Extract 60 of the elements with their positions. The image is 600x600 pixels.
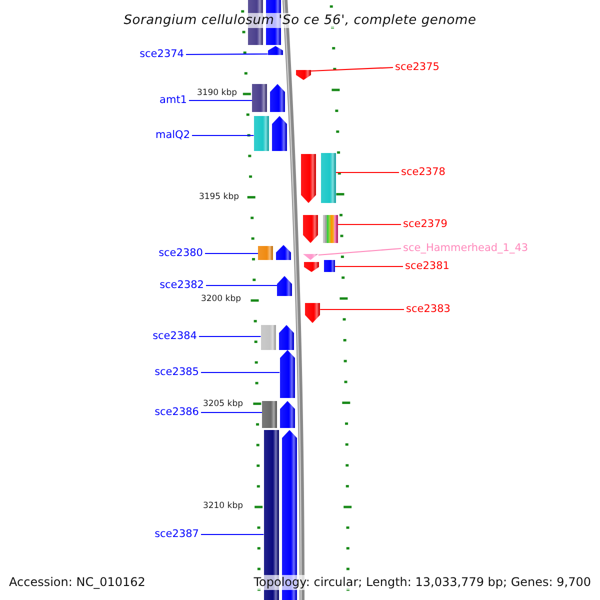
gene-label: sce2374: [140, 48, 184, 61]
gene-label: sce2375: [395, 61, 440, 74]
gene-label: sce2383: [406, 303, 450, 316]
gene-feature: [302, 215, 318, 243]
gene-bar: [262, 401, 278, 428]
gene-bar: [322, 215, 338, 243]
leader-line: [318, 248, 402, 256]
leader-line: [201, 534, 264, 536]
leader-line: [310, 66, 394, 72]
leader-line: [320, 308, 404, 310]
gene-label: sce2380: [158, 247, 203, 260]
gene-label: sce2386: [154, 406, 199, 419]
leader-line: [206, 284, 278, 286]
gene-label: sce2384: [152, 330, 197, 343]
gene-feature: [280, 401, 296, 428]
genome-summary-note: Topology: circular; Length: 13,033,779 bp; Genes: 9,700: [254, 575, 591, 590]
gene-feature: [272, 116, 287, 151]
gene-feature: [278, 325, 294, 350]
accession-note: Accession: NC_010162: [9, 575, 146, 590]
leader-line: [189, 100, 252, 102]
gene-feature: [277, 276, 292, 296]
gene-feature: [304, 262, 319, 272]
gene-label: sce2382: [160, 279, 204, 292]
leader-line: [205, 252, 258, 254]
gene-label: sce2379: [403, 218, 448, 231]
map-title: Sorangium cellulosum 'So ce 56', complete genome: [124, 13, 476, 28]
gene-feature: [280, 350, 295, 398]
scale-label: 3205 kbp: [202, 399, 243, 410]
leader-line: [199, 336, 261, 338]
leader-line: [192, 134, 254, 136]
gene-bar: [258, 246, 274, 260]
gene-feature: [296, 70, 311, 80]
leader-line: [186, 53, 268, 56]
scale-label: 3200 kbp: [200, 294, 241, 305]
leader-line: [201, 412, 262, 414]
gene-feature: [276, 245, 292, 260]
scale-label: 3195 kbp: [198, 192, 239, 203]
scale-label: 3190 kbp: [196, 88, 237, 99]
gene-bar: [254, 116, 269, 151]
gene-label: sce2385: [154, 366, 199, 379]
gene-label: amt1: [160, 94, 187, 107]
leader-line: [336, 172, 399, 174]
gene-feature: [303, 254, 318, 260]
gene-bar: [320, 153, 336, 203]
gene-feature: [268, 46, 283, 55]
gene-label: sce_Hammerhead_1_43: [403, 242, 528, 255]
gene-bar: [324, 260, 335, 272]
leader-line: [201, 372, 280, 374]
gene-label: sce2387: [154, 528, 199, 541]
scale-label: 3210 kbp: [202, 501, 243, 512]
leader-line: [334, 266, 403, 268]
gene-feature: [305, 303, 320, 323]
gene-feature: [270, 84, 286, 112]
gene-label: malQ2: [155, 129, 190, 142]
gene-bar: [260, 325, 276, 350]
leader-line: [338, 224, 401, 226]
gene-label: sce2381: [405, 260, 450, 273]
gene-feature: [300, 154, 316, 203]
gene-label: sce2378: [401, 166, 446, 179]
gene-bar: [252, 84, 268, 112]
